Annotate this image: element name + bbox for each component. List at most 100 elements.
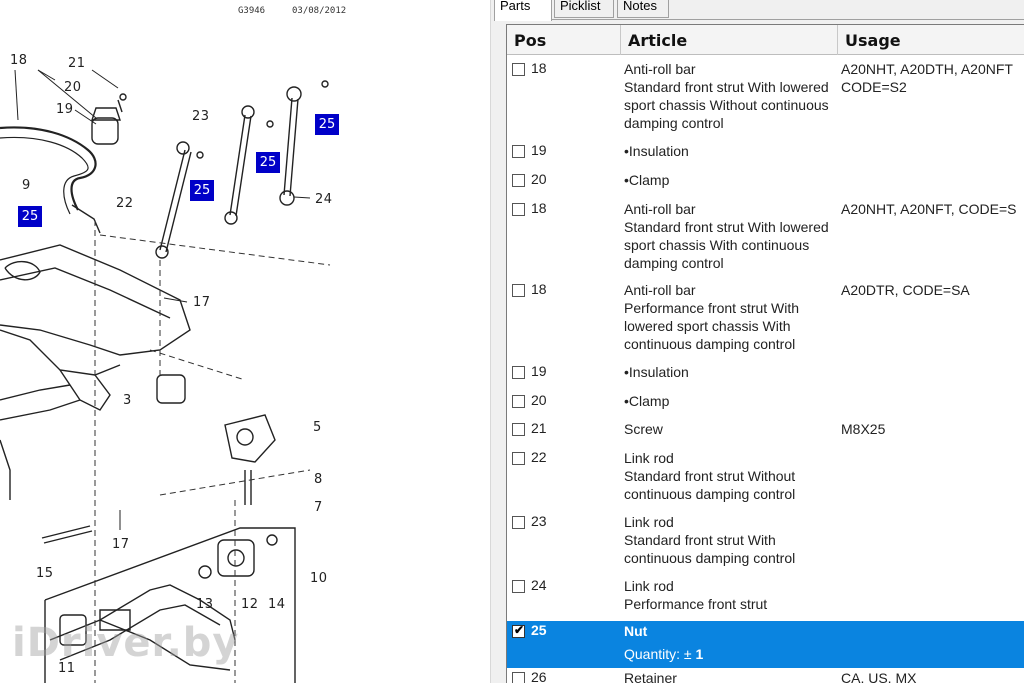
callout-7: 7 (314, 500, 323, 515)
row-pos: 23 (531, 513, 547, 529)
row-checkbox[interactable] (512, 423, 525, 436)
row-pos: 25 (531, 622, 547, 638)
row-usage: M8X25 (841, 421, 886, 437)
row-usage: A20NHT, A20DTH, A20NFT CODE=S2 (841, 61, 1013, 95)
row-pos: 24 (531, 577, 547, 593)
table-header: Pos Article Usage (507, 25, 1024, 55)
callout-5: 5 (313, 420, 322, 435)
row-checkbox[interactable] (512, 452, 525, 465)
row-checkbox[interactable] (512, 672, 525, 683)
row-article: Link rod Performance front strut (624, 578, 768, 612)
tab-parts[interactable]: Parts (494, 0, 552, 21)
row-article: Retainer (624, 670, 677, 683)
highlight-callout-25[interactable]: 25 (315, 114, 339, 135)
row-checkbox[interactable] (512, 516, 525, 529)
row-checkbox[interactable] (512, 203, 525, 216)
highlight-callout-25[interactable]: 25 (18, 206, 42, 227)
row-usage: A20NHT, A20NFT, CODE=S (841, 201, 1017, 217)
callout-9: 9 (22, 178, 31, 193)
table-row[interactable]: 20 •Clamp (507, 170, 1024, 199)
row-checkbox[interactable]: ✔ (512, 623, 525, 638)
row-article: •Insulation (624, 143, 689, 159)
table-row[interactable]: 22 Link rod Standard front strut Without … (507, 448, 1024, 512)
row-article: •Clamp (624, 172, 670, 188)
row-pos: 22 (531, 449, 547, 465)
row-pos: 19 (531, 363, 547, 379)
row-checkbox[interactable] (512, 174, 525, 187)
highlight-callout-25[interactable]: 25 (256, 152, 280, 173)
row-pos: 26 (531, 669, 547, 683)
callout-8: 8 (314, 472, 323, 487)
callout-24: 24 (315, 192, 333, 207)
row-pos: 18 (531, 60, 547, 76)
callout-15: 15 (36, 566, 54, 581)
row-checkbox[interactable] (512, 366, 525, 379)
table-row[interactable]: 26 Retainer CA, US, MX (507, 668, 1024, 683)
tab-notes[interactable]: Notes (617, 0, 669, 18)
parts-panel: Parts Picklist Notes Pos Article Usage 1… (494, 0, 1024, 683)
table-row[interactable]: 18 Anti-roll bar Standard front strut Wit… (507, 199, 1024, 280)
row-checkbox[interactable] (512, 284, 525, 297)
row-article: Screw (624, 421, 663, 437)
quantity-label: Quantity: ± (624, 646, 692, 662)
row-checkbox[interactable] (512, 580, 525, 593)
table-row[interactable]: 19 •Insulation (507, 362, 1024, 391)
diagram-drawing (0, 69, 331, 683)
callout-10: 10 (310, 571, 328, 586)
row-article: Link rod Standard front strut Without co… (624, 450, 796, 502)
callout-19: 19 (56, 102, 74, 117)
callout-23: 23 (192, 109, 210, 124)
table-row[interactable]: 20 •Clamp (507, 391, 1024, 419)
column-header-usage[interactable]: Usage (845, 31, 901, 50)
row-checkbox[interactable] (512, 395, 525, 408)
row-pos: 18 (531, 200, 547, 216)
row-usage: CA, US, MX (841, 670, 917, 683)
row-pos: 20 (531, 171, 547, 187)
callout-3: 3 (123, 393, 132, 408)
row-pos: 19 (531, 142, 547, 158)
row-article: Link rod Standard front strut With conti… (624, 514, 796, 566)
tab-picklist[interactable]: Picklist (554, 0, 614, 18)
row-checkbox[interactable] (512, 63, 525, 76)
diagram-date: 03/08/2012 (292, 6, 347, 16)
row-pos: 20 (531, 392, 547, 408)
column-header-article[interactable]: Article (621, 25, 838, 55)
row-pos: 21 (531, 420, 547, 436)
callout-17b: 17 (112, 537, 130, 552)
row-pos: 18 (531, 281, 547, 297)
highlight-callout-25[interactable]: 25 (190, 180, 214, 201)
row-article: Anti-roll bar Standard front strut With … (624, 201, 829, 271)
row-article: Anti-roll bar Performance front strut Wi… (624, 282, 800, 352)
callout-18: 18 (10, 53, 28, 68)
callout-22: 22 (116, 196, 134, 211)
callout-17: 17 (193, 295, 211, 310)
table-row[interactable]: 24 Link rod Performance front strut (507, 576, 1024, 621)
pane-splitter[interactable] (490, 0, 502, 683)
tab-bar: Parts Picklist Notes (494, 0, 1024, 21)
callout-12: 12 (241, 597, 259, 612)
table-row[interactable]: 23 Link rod Standard front strut With con… (507, 512, 1024, 576)
watermark: iDriver.by (12, 620, 240, 666)
table-row[interactable]: 19 •Insulation (507, 141, 1024, 170)
row-quantity: Quantity: ± 1 (624, 646, 703, 662)
row-article: •Insulation (624, 364, 689, 380)
diagram-number: G3946 (238, 6, 266, 16)
row-article: •Clamp (624, 393, 670, 409)
quantity-value: 1 (695, 646, 704, 662)
table-row[interactable]: 18 Anti-roll bar Performance front strut … (507, 280, 1024, 362)
callout-11: 11 (58, 661, 76, 676)
callout-20: 20 (64, 80, 82, 95)
table-row[interactable]: 18 Anti-roll bar Standard front strut Wit… (507, 59, 1024, 141)
column-header-pos[interactable]: Pos (507, 25, 621, 55)
table-row[interactable]: 21 Screw M8X25 (507, 419, 1024, 448)
parts-diagram[interactable]: G3946 03/08/2012 18 21 20 19 23 9 22 24 … (0, 0, 490, 683)
callout-14: 14 (268, 597, 286, 612)
callout-13: 13 (196, 597, 214, 612)
row-article: Anti-roll bar Standard front strut With … (624, 61, 829, 131)
row-usage: A20DTR, CODE=SA (841, 282, 970, 298)
row-checkbox[interactable] (512, 145, 525, 158)
row-article: Nut (624, 623, 648, 639)
callout-21: 21 (68, 56, 86, 71)
